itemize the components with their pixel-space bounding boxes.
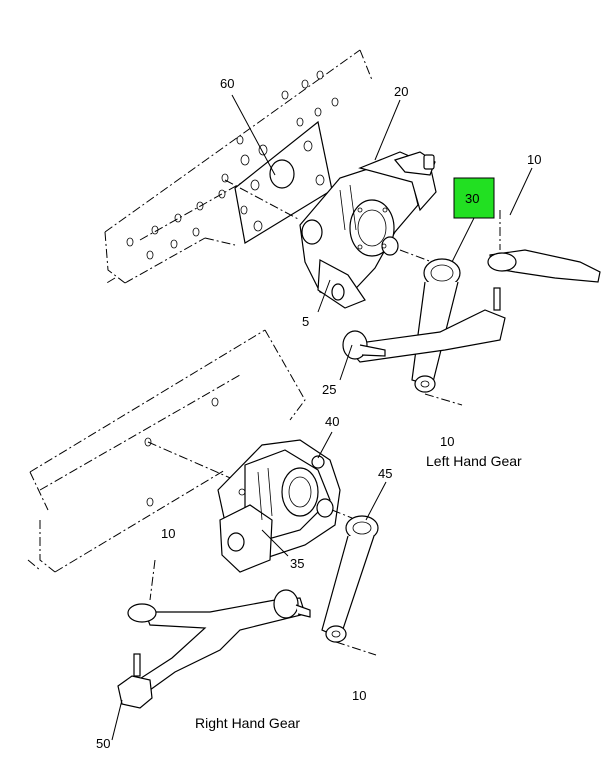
tie-rod-end-lower xyxy=(117,653,153,709)
callout-35: 35 xyxy=(290,556,304,571)
lower-shaft-centerline xyxy=(331,509,353,519)
callout-30-highlight: 30 xyxy=(453,177,495,219)
pitman-arm-lower-45 xyxy=(321,515,379,643)
drag-link-lower xyxy=(127,589,311,691)
upper-centerline xyxy=(224,179,301,221)
callout-30: 30 xyxy=(465,191,479,206)
callout-20: 20 xyxy=(394,84,408,99)
lower-left-centerline xyxy=(149,559,156,601)
lower-frame-rail xyxy=(27,329,306,573)
tie-rod-end-upper xyxy=(487,249,601,283)
steering-gear-body-lower xyxy=(217,439,341,573)
caption-right-hand-gear: Right Hand Gear xyxy=(195,715,300,731)
steering-gear-body-upper xyxy=(299,151,437,309)
lower-arm-centerline xyxy=(335,641,377,656)
callout-10-left-gear: 10 xyxy=(440,434,454,449)
callout-50: 50 xyxy=(96,736,110,751)
callout-5: 5 xyxy=(302,314,309,329)
callout-40: 40 xyxy=(325,414,339,429)
drag-link-upper xyxy=(342,287,506,363)
leader-lines xyxy=(111,94,533,741)
callout-45: 45 xyxy=(378,466,392,481)
callout-25: 25 xyxy=(322,382,336,397)
callout-10-upper-right: 10 xyxy=(527,152,541,167)
callout-10-right-gear-bottom: 10 xyxy=(352,688,366,703)
upper-left-arm-centerline xyxy=(424,393,463,406)
upper-frame-rail xyxy=(104,49,373,285)
callout-10-right-gear-top: 10 xyxy=(161,526,175,541)
callout-60: 60 xyxy=(220,76,234,91)
caption-left-hand-gear: Left Hand Gear xyxy=(426,453,522,469)
